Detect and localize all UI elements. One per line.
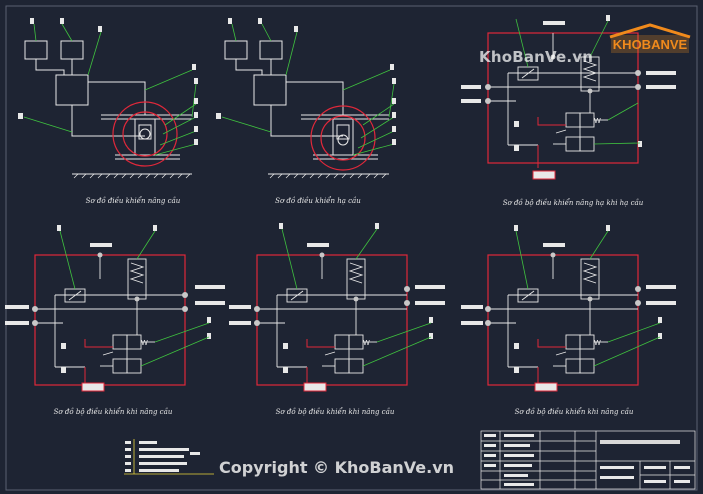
svg-text:W: W: [594, 117, 601, 125]
legend-table: [124, 439, 214, 475]
motor-symbol: [139, 128, 151, 140]
caption-top-left: Sơ đồ điều khiển nâng cầu: [85, 197, 181, 205]
hydraulic-unit-bottom-left: W: [5, 225, 225, 392]
svg-text:W: W: [141, 339, 148, 347]
caption-bottom-left: Sơ đồ bộ điều khiển khi nâng cầu: [53, 408, 173, 416]
ground-hatch-1: [73, 173, 191, 179]
watermark-site-text: KhoBanVe.vn: [479, 48, 594, 66]
khobanve-logo: KHOBANVE: [609, 23, 691, 53]
sensor-box-2: [259, 40, 283, 60]
sensor-box-2: [60, 40, 84, 60]
hydraulic-unit-bottom-middle: W: [229, 223, 445, 392]
labels-2: [216, 18, 396, 145]
motor-symbol: [337, 134, 349, 146]
diagram-lower-schematic: [224, 40, 389, 175]
drum-circles-1: [112, 101, 178, 167]
logo-text: KHOBANVE: [613, 37, 688, 52]
svg-text:W: W: [363, 339, 370, 347]
drawing-frame: [5, 5, 698, 491]
caption-bottom-middle: Sơ đồ bộ điều khiển khi nâng cầu: [275, 408, 395, 416]
caption-top-right: Sơ đồ bộ điều khiển nâng hạ khi hạ cầu: [502, 199, 644, 207]
caption-bottom-right: Sơ đồ bộ điều khiển khi nâng cầu: [514, 408, 634, 416]
diagram-lift-schematic: [24, 40, 192, 175]
sensor-box-1: [224, 40, 248, 60]
drum-circles-2: [310, 105, 376, 171]
title-block-text-marks: [484, 434, 690, 486]
watermark-copyright: Copyright © KhoBanVe.vn: [219, 458, 455, 477]
hydraulic-unit-top-right: W: [461, 15, 676, 180]
title-block: [480, 430, 696, 490]
labels-1: [18, 18, 198, 145]
sensor-box-1: [24, 40, 48, 60]
leader-lines-1: [23, 23, 197, 156]
house-roof-icon: [609, 23, 691, 39]
hydraulic-unit-bottom-right: W: [461, 225, 676, 392]
ground-hatch-2: [269, 173, 387, 179]
controller-box: [55, 74, 89, 106]
caption-top-middle: Sơ đồ điều khiển hạ cầu: [275, 197, 361, 205]
controller-box: [253, 74, 287, 106]
leader-lines-2: [221, 23, 395, 156]
svg-text:W: W: [594, 339, 601, 347]
